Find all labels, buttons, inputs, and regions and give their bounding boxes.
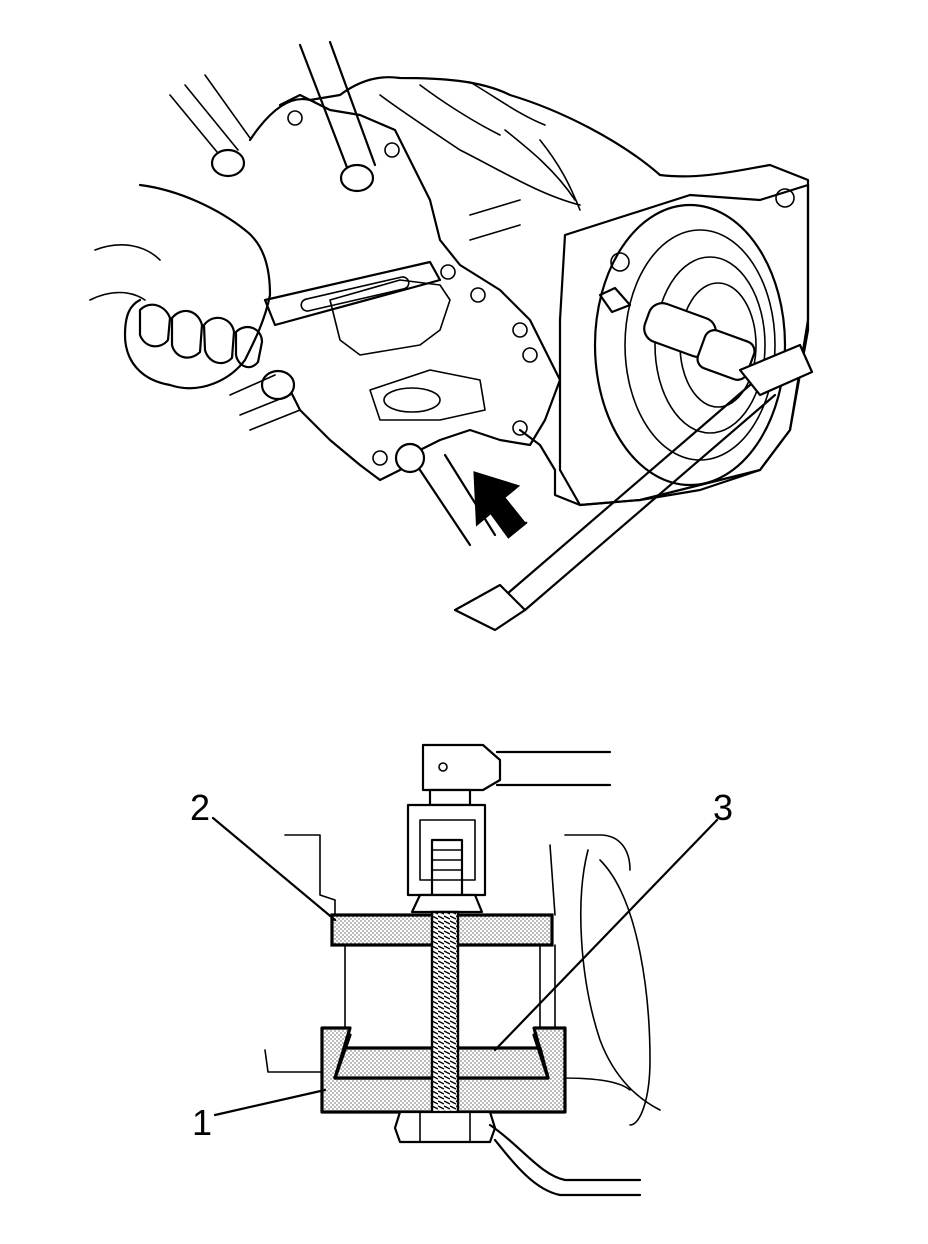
top-figure-transmission-puller (89, 40, 814, 632)
bottom-nut (393, 1110, 642, 1197)
socket-assembly (406, 803, 487, 914)
tool-shafts-top-left (169, 40, 377, 193)
puller-tool (453, 302, 814, 632)
case-recess (329, 279, 486, 421)
direction-arrow-icon (473, 471, 528, 539)
hand-with-wrench (89, 183, 442, 431)
callout-2: 2 (190, 787, 210, 828)
ratchet-handle (421, 743, 612, 807)
callout-1: 1 (192, 1102, 212, 1143)
callout-3: 3 (713, 787, 733, 828)
lower-bolt (394, 442, 497, 547)
threaded-rod (430, 910, 460, 1119)
bottom-figure-cross-section: 2 3 1 (190, 743, 733, 1197)
leader-lines (211, 816, 719, 1117)
transmission-housing (248, 76, 810, 507)
